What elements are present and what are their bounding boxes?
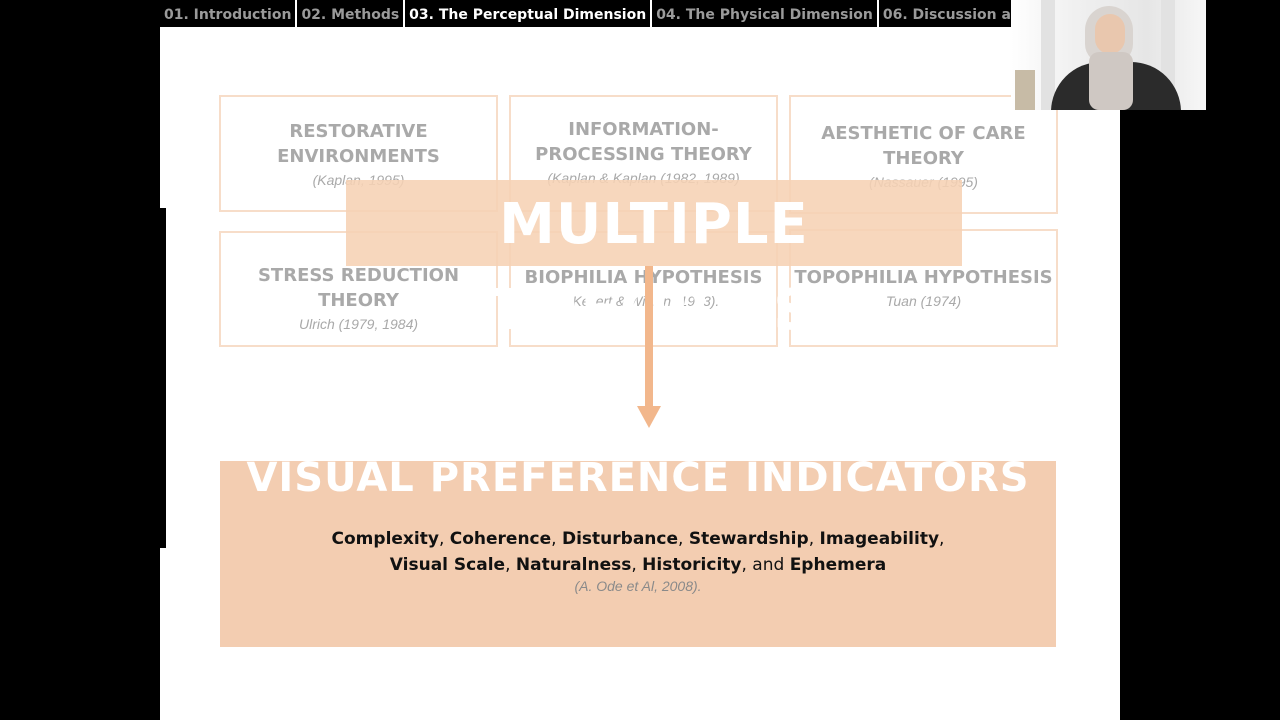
theory-citation: Ulrich (1979, 1984) xyxy=(298,316,419,332)
theory-title: TOPOPHILIA HYPOTHESIS xyxy=(794,267,1053,288)
multiple-theories-banner xyxy=(346,180,962,266)
theory-title: BIOPHILIA HYPOTHESIS xyxy=(524,267,763,288)
indicator-list-line-2: Visual Scale, Naturalness, Historicity, … xyxy=(389,555,887,575)
webcam-background xyxy=(1015,70,1035,110)
webcam-background xyxy=(1041,0,1055,110)
theory-title: INFORMATION- PROCESSING THEORY xyxy=(535,119,752,165)
theory-citation: Tuan (1974) xyxy=(885,293,962,309)
indicator-item: Visual Scale xyxy=(389,555,506,575)
theory-citation: (Kellert & Wilson (1993). xyxy=(567,293,720,309)
indicator-item: Coherence xyxy=(449,529,552,549)
indicator-item: Historicity xyxy=(642,555,742,575)
tab-introduction[interactable]: 01. Introduction xyxy=(160,0,298,27)
arrow-head-icon xyxy=(637,406,661,428)
tab-perceptual-dimension[interactable]: 03. The Perceptual Dimension xyxy=(405,0,653,27)
down-arrow-icon xyxy=(645,266,653,408)
indicator-item: Stewardship xyxy=(688,529,809,549)
presenter-face xyxy=(1095,14,1125,54)
indicator-citation: (A. Ode et Al, 2008). xyxy=(574,578,702,594)
indicator-joiner: and xyxy=(752,555,785,575)
theory-title: RESTORATIVE ENVIRONMENTS xyxy=(277,121,440,167)
tab-discussion[interactable]: 06. Discussion and xyxy=(879,0,1012,27)
presenter-webcam xyxy=(1011,0,1206,110)
visual-preference-box xyxy=(220,461,1056,647)
indicator-list-line-1: Complexity, Coherence, Disturbance, Stew… xyxy=(331,529,945,549)
slide-side-bar xyxy=(160,208,166,548)
tab-physical-dimension[interactable]: 04. The Physical Dimension xyxy=(652,0,879,27)
theory-title: STRESS REDUCTION THEORY xyxy=(257,265,460,311)
section-tabs: 01. Introduction 02. Methods 03. The Per… xyxy=(160,0,1012,27)
indicator-item: Naturalness xyxy=(515,555,632,575)
indicator-item: Imageability xyxy=(819,529,940,549)
multiple-theories-label: MULTIPLE THEORIES xyxy=(493,192,815,343)
presenter-scarf xyxy=(1089,52,1133,110)
theory-title: AESTHETIC OF CARE THEORY xyxy=(821,123,1026,169)
indicator-item: Complexity xyxy=(331,529,439,549)
indicator-item: Disturbance xyxy=(561,529,679,549)
tab-methods[interactable]: 02. Methods xyxy=(297,0,406,27)
visual-preference-title: VISUAL PREFERENCE INDICATORS xyxy=(246,455,1030,501)
indicator-item: Ephemera xyxy=(789,555,887,575)
